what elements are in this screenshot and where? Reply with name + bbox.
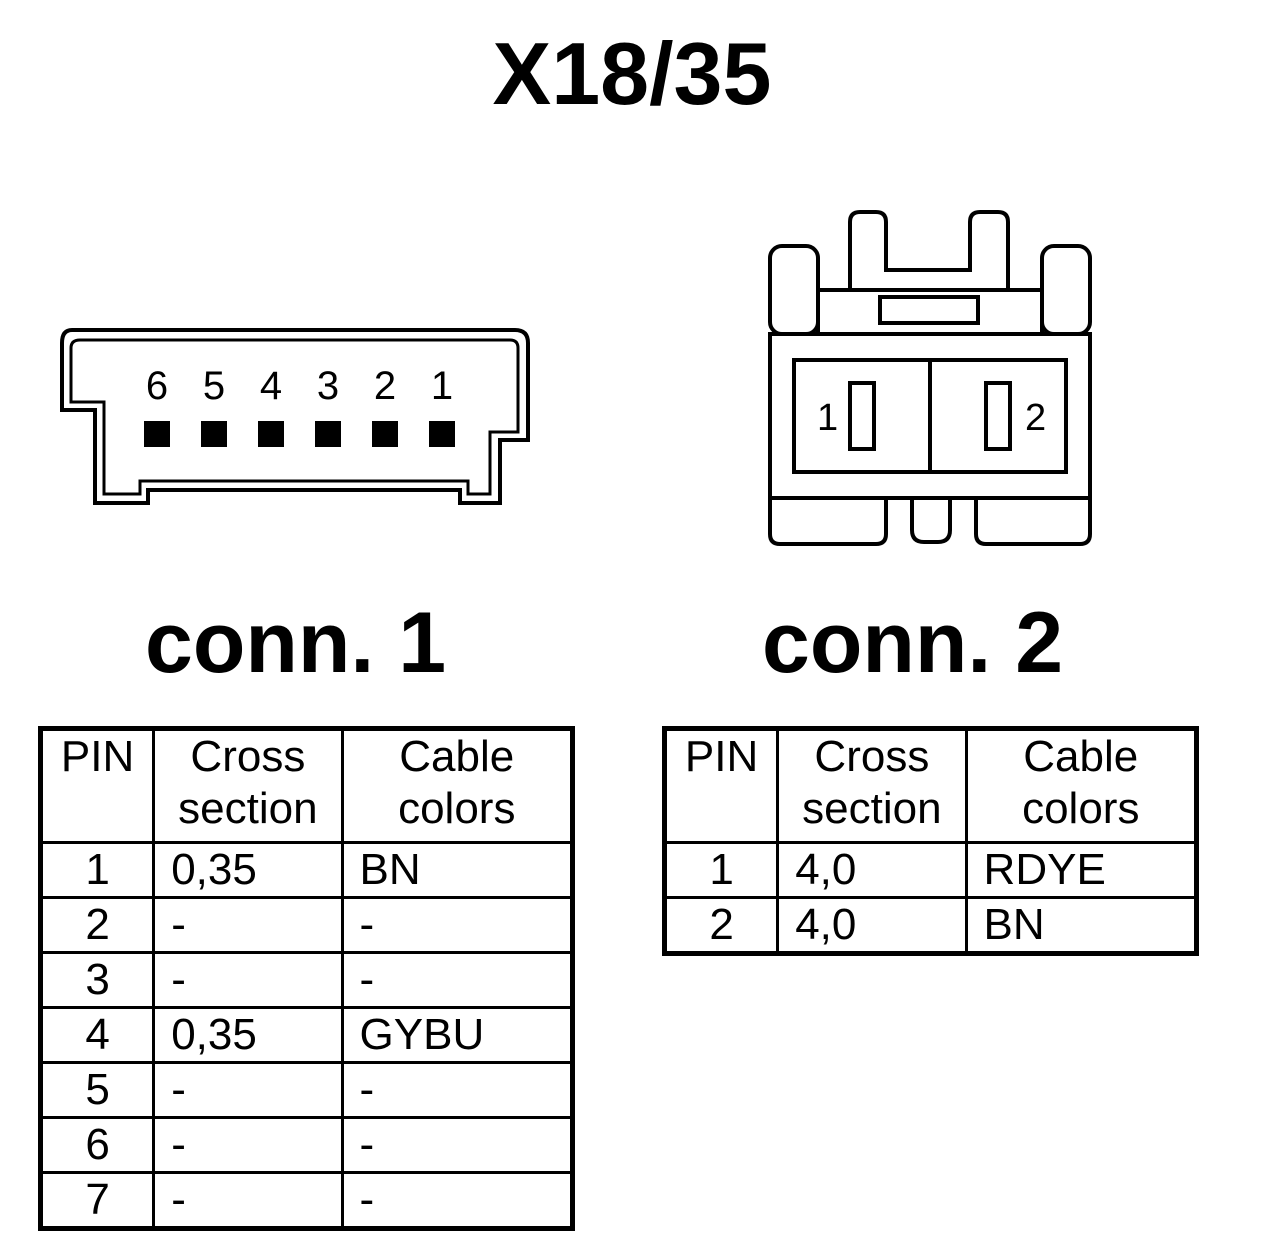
connector-1-pins (144, 421, 455, 447)
cross-section-cell: - (152, 1171, 344, 1230)
conn1-pin-square (372, 421, 398, 447)
connector-1-housing (60, 328, 530, 505)
pin-cell: 1 (662, 841, 780, 899)
cross-section-cell: - (152, 896, 344, 954)
connector-drawings: 6 5 4 3 2 1 1 2 (60, 210, 1092, 546)
table-row: 7-- (38, 1171, 575, 1230)
cable-color-cell: - (340, 1171, 575, 1230)
conn1-pin-number: 5 (203, 364, 225, 408)
connector-1-label: conn. 1 (145, 595, 447, 691)
cross-section-cell: 4,0 (776, 841, 968, 899)
conn1-pin-square (429, 421, 455, 447)
cable-color-cell: - (340, 1061, 575, 1119)
cross-section-cell: 0,35 (152, 841, 344, 899)
cable-color-cell: RDYE (964, 841, 1199, 899)
header-pin: PIN (662, 727, 780, 844)
conn1-pin-number: 1 (431, 364, 453, 408)
conn2-pin-slot (848, 381, 876, 451)
conn1-pin-square (315, 421, 341, 447)
cable-color-cell: - (340, 1116, 575, 1174)
cross-section-cell: - (152, 951, 344, 1009)
table-row: 5-- (38, 1061, 575, 1119)
conn1-pin-number: 2 (374, 364, 396, 408)
conn1-pin-number: 6 (146, 364, 168, 408)
pin-cell: 7 (38, 1171, 156, 1230)
pin-cell: 2 (38, 896, 156, 954)
conn1-pin-square (144, 421, 170, 447)
cross-section-cell: - (152, 1061, 344, 1119)
conn1-pin-square (258, 421, 284, 447)
pin-cell: 1 (38, 841, 156, 899)
conn2-pin-number: 2 (1025, 397, 1046, 439)
cable-color-cell: - (340, 951, 575, 1009)
diagram-title: X18/35 (492, 24, 772, 123)
table-row: 3-- (38, 951, 575, 1009)
cable-color-cell: BN (340, 841, 575, 899)
pin-cell: 4 (38, 1006, 156, 1064)
cross-section-cell: 4,0 (776, 896, 968, 955)
cross-section-cell: - (152, 1116, 344, 1174)
connector-2-housing (768, 210, 1092, 546)
table-row: 6-- (38, 1116, 575, 1174)
conn1-pin-number: 4 (260, 364, 282, 408)
conn2-pin-number: 1 (817, 397, 838, 439)
header-pin: PIN (38, 727, 156, 844)
conn1-pin-square (201, 421, 227, 447)
cable-color-cell: BN (964, 896, 1199, 955)
conn2-pin-slot (984, 381, 1012, 451)
cable-color-cell: - (340, 896, 575, 954)
pin-cell: 6 (38, 1116, 156, 1174)
conn1-pin-number: 3 (317, 364, 339, 408)
pin-cell: 3 (38, 951, 156, 1009)
cross-section-cell: 0,35 (152, 1006, 344, 1064)
pin-cell: 5 (38, 1061, 156, 1119)
connector-2-label: conn. 2 (762, 595, 1064, 691)
cable-color-cell: GYBU (340, 1006, 575, 1064)
table-row: 2-- (38, 896, 575, 954)
pin-cell: 2 (662, 896, 780, 955)
